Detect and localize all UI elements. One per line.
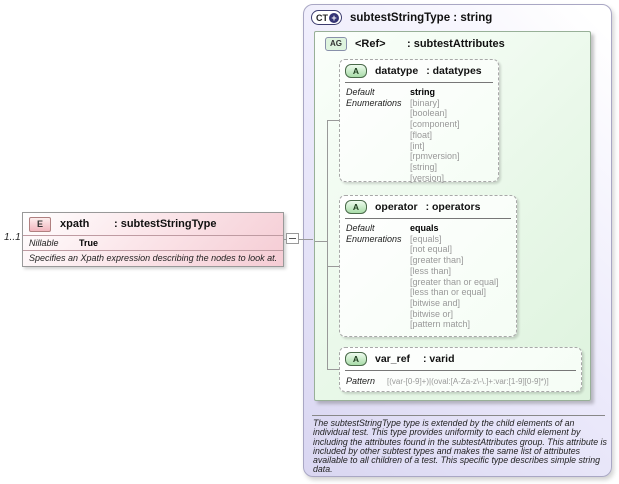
- element-annotation: Specifies an Xpath expression describing…: [23, 250, 283, 263]
- default-value: equals: [410, 223, 439, 233]
- attribute-icon: A: [345, 352, 367, 366]
- divider: [345, 370, 576, 371]
- attribute-name: operator: [375, 201, 418, 213]
- attribute-group-box[interactable]: AG <Ref> : subtestAttributes A datatype …: [314, 31, 591, 401]
- enumerations-label: Enumerations: [346, 97, 402, 108]
- nillable-label: Nillable: [29, 238, 59, 248]
- attribute-header-var-ref: A var_ref : varid: [340, 348, 581, 370]
- enum-value: [float]: [410, 129, 433, 140]
- attribute-group-type: : subtestAttributes: [407, 38, 505, 50]
- attribute-icon: A: [345, 200, 367, 214]
- connector-stub-operator: [327, 266, 339, 267]
- pattern-value: [(var-[0-9]+)|(oval:[A-Za-z\-\.]+:var:[1…: [387, 377, 549, 386]
- facet-values: string [binary] [boolean] [component] [f…: [410, 87, 460, 183]
- complex-type-icon[interactable]: CT +: [311, 10, 342, 25]
- enum-value: [greater than]: [410, 255, 464, 266]
- enum-value: [rpmversion]: [410, 151, 460, 162]
- attribute-name: var_ref: [375, 353, 411, 365]
- element-header: E xpath : subtestStringType: [23, 213, 283, 235]
- enum-value: [component]: [410, 119, 460, 130]
- enum-value: [greater than or equal]: [410, 276, 499, 287]
- enum-value: [binary]: [410, 97, 440, 108]
- attribute-group-header: AG <Ref> : subtestAttributes: [325, 37, 505, 51]
- complex-type-panel: CT + subtestStringType : string AG <Ref>…: [303, 4, 612, 477]
- enum-value: [bitwise and]: [410, 297, 461, 308]
- minus-icon: [289, 238, 296, 239]
- collapse-toggle[interactable]: [286, 233, 299, 244]
- element-name: xpath: [60, 218, 90, 230]
- annotation-divider: [312, 415, 605, 416]
- pattern-label: Pattern: [346, 376, 376, 386]
- enum-value: [less than]: [410, 265, 452, 276]
- nillable-value: True: [79, 238, 99, 248]
- enum-value: [not equal]: [410, 244, 453, 255]
- enumerations-label: Enumerations: [346, 233, 402, 244]
- element-box-xpath[interactable]: E xpath : subtestStringType Nillable Tru…: [22, 212, 284, 267]
- cardinality-label: 1..1: [4, 232, 21, 243]
- complex-type-annotation: The subtestStringType type is extended b…: [313, 418, 607, 475]
- nillable-row: Nillable True: [23, 235, 283, 250]
- complex-type-header: CT + subtestStringType : string: [311, 10, 492, 25]
- element-type: : subtestStringType: [114, 218, 217, 230]
- attribute-box-var-ref[interactable]: A var_ref : varid Pattern [(var-[0-9]+)|…: [339, 347, 582, 392]
- divider: [345, 82, 493, 83]
- enum-value: [equals]: [410, 233, 442, 244]
- element-icon: E: [29, 216, 51, 232]
- attribute-name: datatype: [375, 65, 419, 77]
- connector-branch-line: [315, 241, 327, 242]
- default-value: string: [410, 87, 436, 97]
- attribute-icon: A: [345, 64, 367, 78]
- divider: [345, 218, 511, 219]
- connector-stub-datatype: [327, 120, 339, 121]
- expand-icon[interactable]: +: [329, 12, 339, 23]
- enum-value: [version]: [410, 172, 445, 183]
- default-label: Default: [346, 223, 375, 233]
- attribute-group-icon: AG: [325, 37, 347, 51]
- attribute-header-operator: A operator : operators: [340, 196, 516, 218]
- connector-vertical-line: [327, 120, 328, 370]
- attribute-group-name: <Ref>: [355, 38, 386, 50]
- attribute-box-datatype[interactable]: A datatype : datatypes Default Enumerati…: [339, 59, 499, 183]
- default-label: Default: [346, 87, 375, 97]
- attribute-type: : datatypes: [426, 65, 482, 77]
- enum-value: [less than or equal]: [410, 287, 487, 298]
- complex-type-icon-label: CT: [316, 12, 328, 23]
- attribute-header-datatype: A datatype : datatypes: [340, 60, 498, 82]
- enum-value: [bitwise or]: [410, 308, 454, 319]
- attribute-type: : varid: [423, 353, 455, 365]
- enum-value: [boolean]: [410, 108, 448, 119]
- attribute-box-operator[interactable]: A operator : operators Default Enumerati…: [339, 195, 517, 337]
- enum-value: [string]: [410, 161, 438, 172]
- facet-values: equals [equals] [not equal] [greater tha…: [410, 223, 499, 330]
- attribute-type: : operators: [425, 201, 481, 213]
- enum-value: [pattern match]: [410, 319, 471, 330]
- complex-type-title: subtestStringType : string: [350, 11, 493, 24]
- connector-stub-varref: [327, 369, 339, 370]
- enum-value: [int]: [410, 140, 425, 151]
